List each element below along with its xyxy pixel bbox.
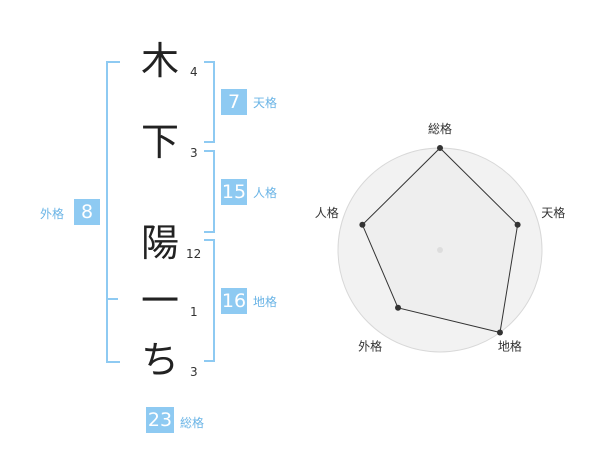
jinkaku-label: 人格	[253, 186, 278, 200]
chikaku-value-badge: 16	[221, 288, 247, 314]
gaikaku-label: 外格	[40, 207, 65, 221]
name-char-3: 陽	[140, 221, 179, 265]
radar-axis-label-5: 人格	[315, 205, 339, 220]
tenkaku-label: 天格	[253, 96, 278, 110]
gaikaku-divider-tick	[106, 298, 118, 300]
gaikaku-outer-bracket	[106, 61, 120, 363]
chikaku-bracket	[204, 239, 215, 362]
soukaku-value-badge: 23	[146, 407, 174, 433]
radar-point-4	[395, 304, 402, 311]
jinkaku-value-badge: 15	[221, 179, 247, 205]
radar-point-5	[359, 221, 366, 228]
radar-point-1	[437, 145, 443, 151]
gaikaku-value-badge: 8	[74, 199, 100, 225]
stroke-count-3: 12	[186, 247, 202, 261]
name-char-5: ち	[140, 338, 179, 382]
radar-axis-label-2: 天格	[541, 205, 565, 220]
stroke-count-5: 3	[190, 365, 198, 379]
name-char-2: 下	[140, 120, 179, 164]
radar-axis-label-3: 地格	[498, 338, 522, 353]
radar-axis-label-4: 外格	[358, 338, 382, 353]
stroke-count-2: 3	[190, 146, 198, 160]
jinkaku-bracket	[204, 150, 215, 233]
radar-point-3	[496, 329, 503, 336]
radar-point-2	[514, 221, 521, 228]
stroke-count-1: 4	[190, 65, 198, 79]
radar-axis-label-1: 総格	[428, 121, 452, 136]
tenkaku-value-badge: 7	[221, 89, 247, 115]
radar-series-polygon	[361, 147, 519, 334]
name-char-1: 木	[140, 39, 179, 83]
chikaku-label: 地格	[253, 295, 278, 309]
name-char-4: 一	[140, 279, 179, 323]
soukaku-label: 総格	[180, 416, 205, 430]
stroke-count-4: 1	[190, 305, 198, 319]
tenkaku-bracket	[204, 61, 215, 143]
